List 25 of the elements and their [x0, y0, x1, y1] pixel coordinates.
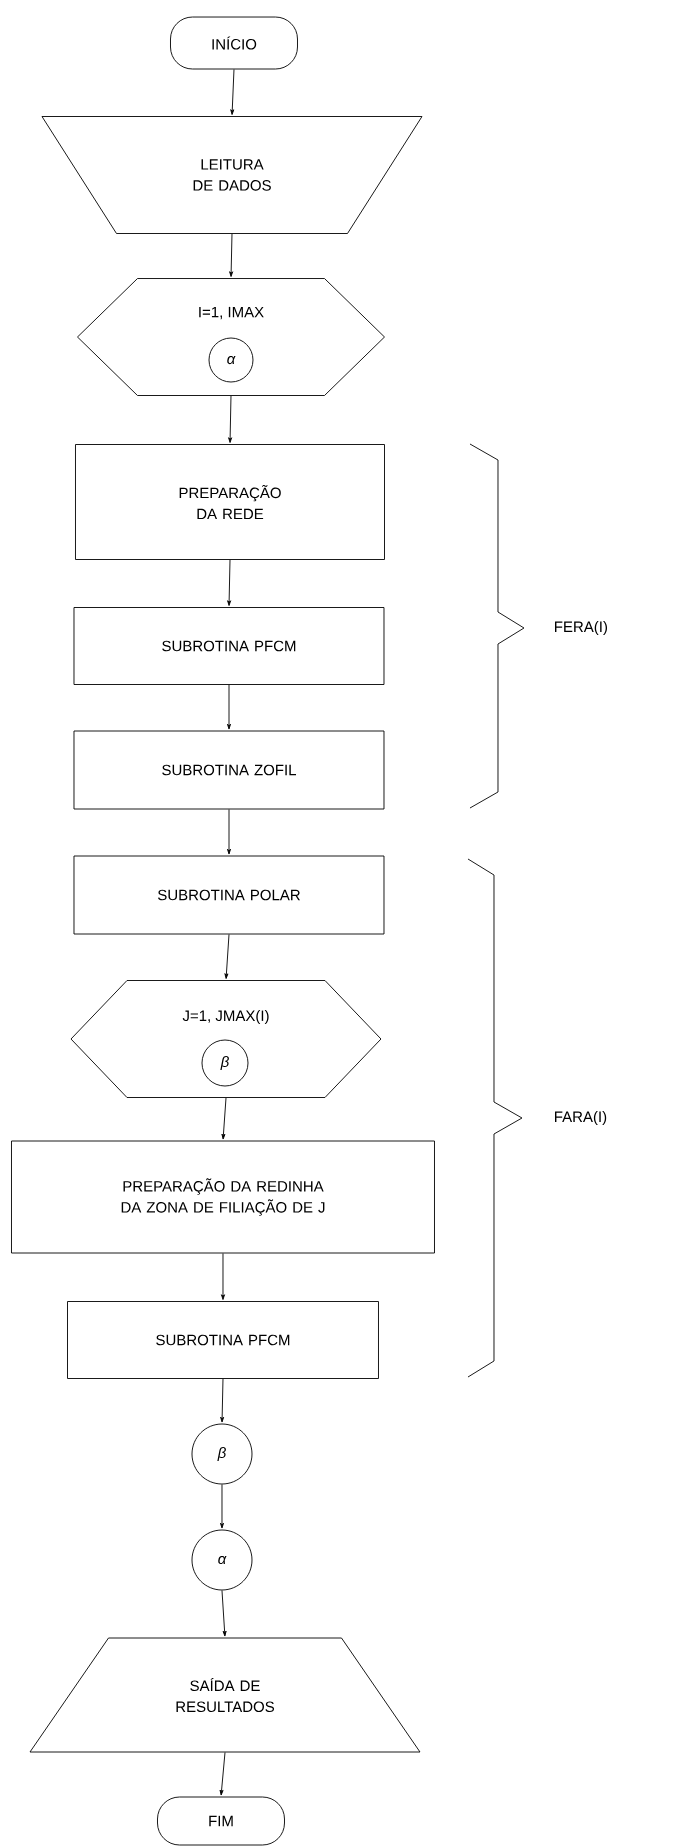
arrow [220, 1378, 225, 1423]
process-box: SUBROTINA POLAR [73, 855, 385, 935]
arrow [221, 1097, 227, 1140]
arrow [219, 1752, 226, 1796]
arrow [227, 559, 232, 606]
arrow [221, 1590, 227, 1637]
arrow [221, 1253, 225, 1300]
terminal-box: INÍCIO [170, 16, 298, 70]
process-box: SUBROTINA ZOFIL [73, 730, 385, 810]
process-box: SUBROTINA PFCM [67, 1301, 379, 1379]
terminal-box: FIM [157, 1796, 285, 1846]
arrow [229, 233, 234, 277]
group-label: FERA(I) [555, 621, 607, 635]
arrow [224, 934, 230, 979]
arrow [230, 69, 235, 115]
input-trapezoid: LEITURA DE DADOS [41, 116, 423, 234]
arrow [227, 684, 231, 730]
arrow [228, 395, 233, 443]
group-label: FARA(I) [555, 1111, 607, 1125]
arrow [220, 1484, 224, 1529]
output-trapezoid: SAÍDA DE RESULTADOS [29, 1637, 421, 1753]
process-box: PREPARAÇÃO DA REDE [75, 444, 385, 560]
process-box: PREPARAÇÃO DA REDINHA DA ZONA DE FILIAÇÃO DE J [11, 1140, 435, 1254]
process-box: SUBROTINA PFCM [73, 607, 385, 685]
arrow [227, 809, 231, 855]
